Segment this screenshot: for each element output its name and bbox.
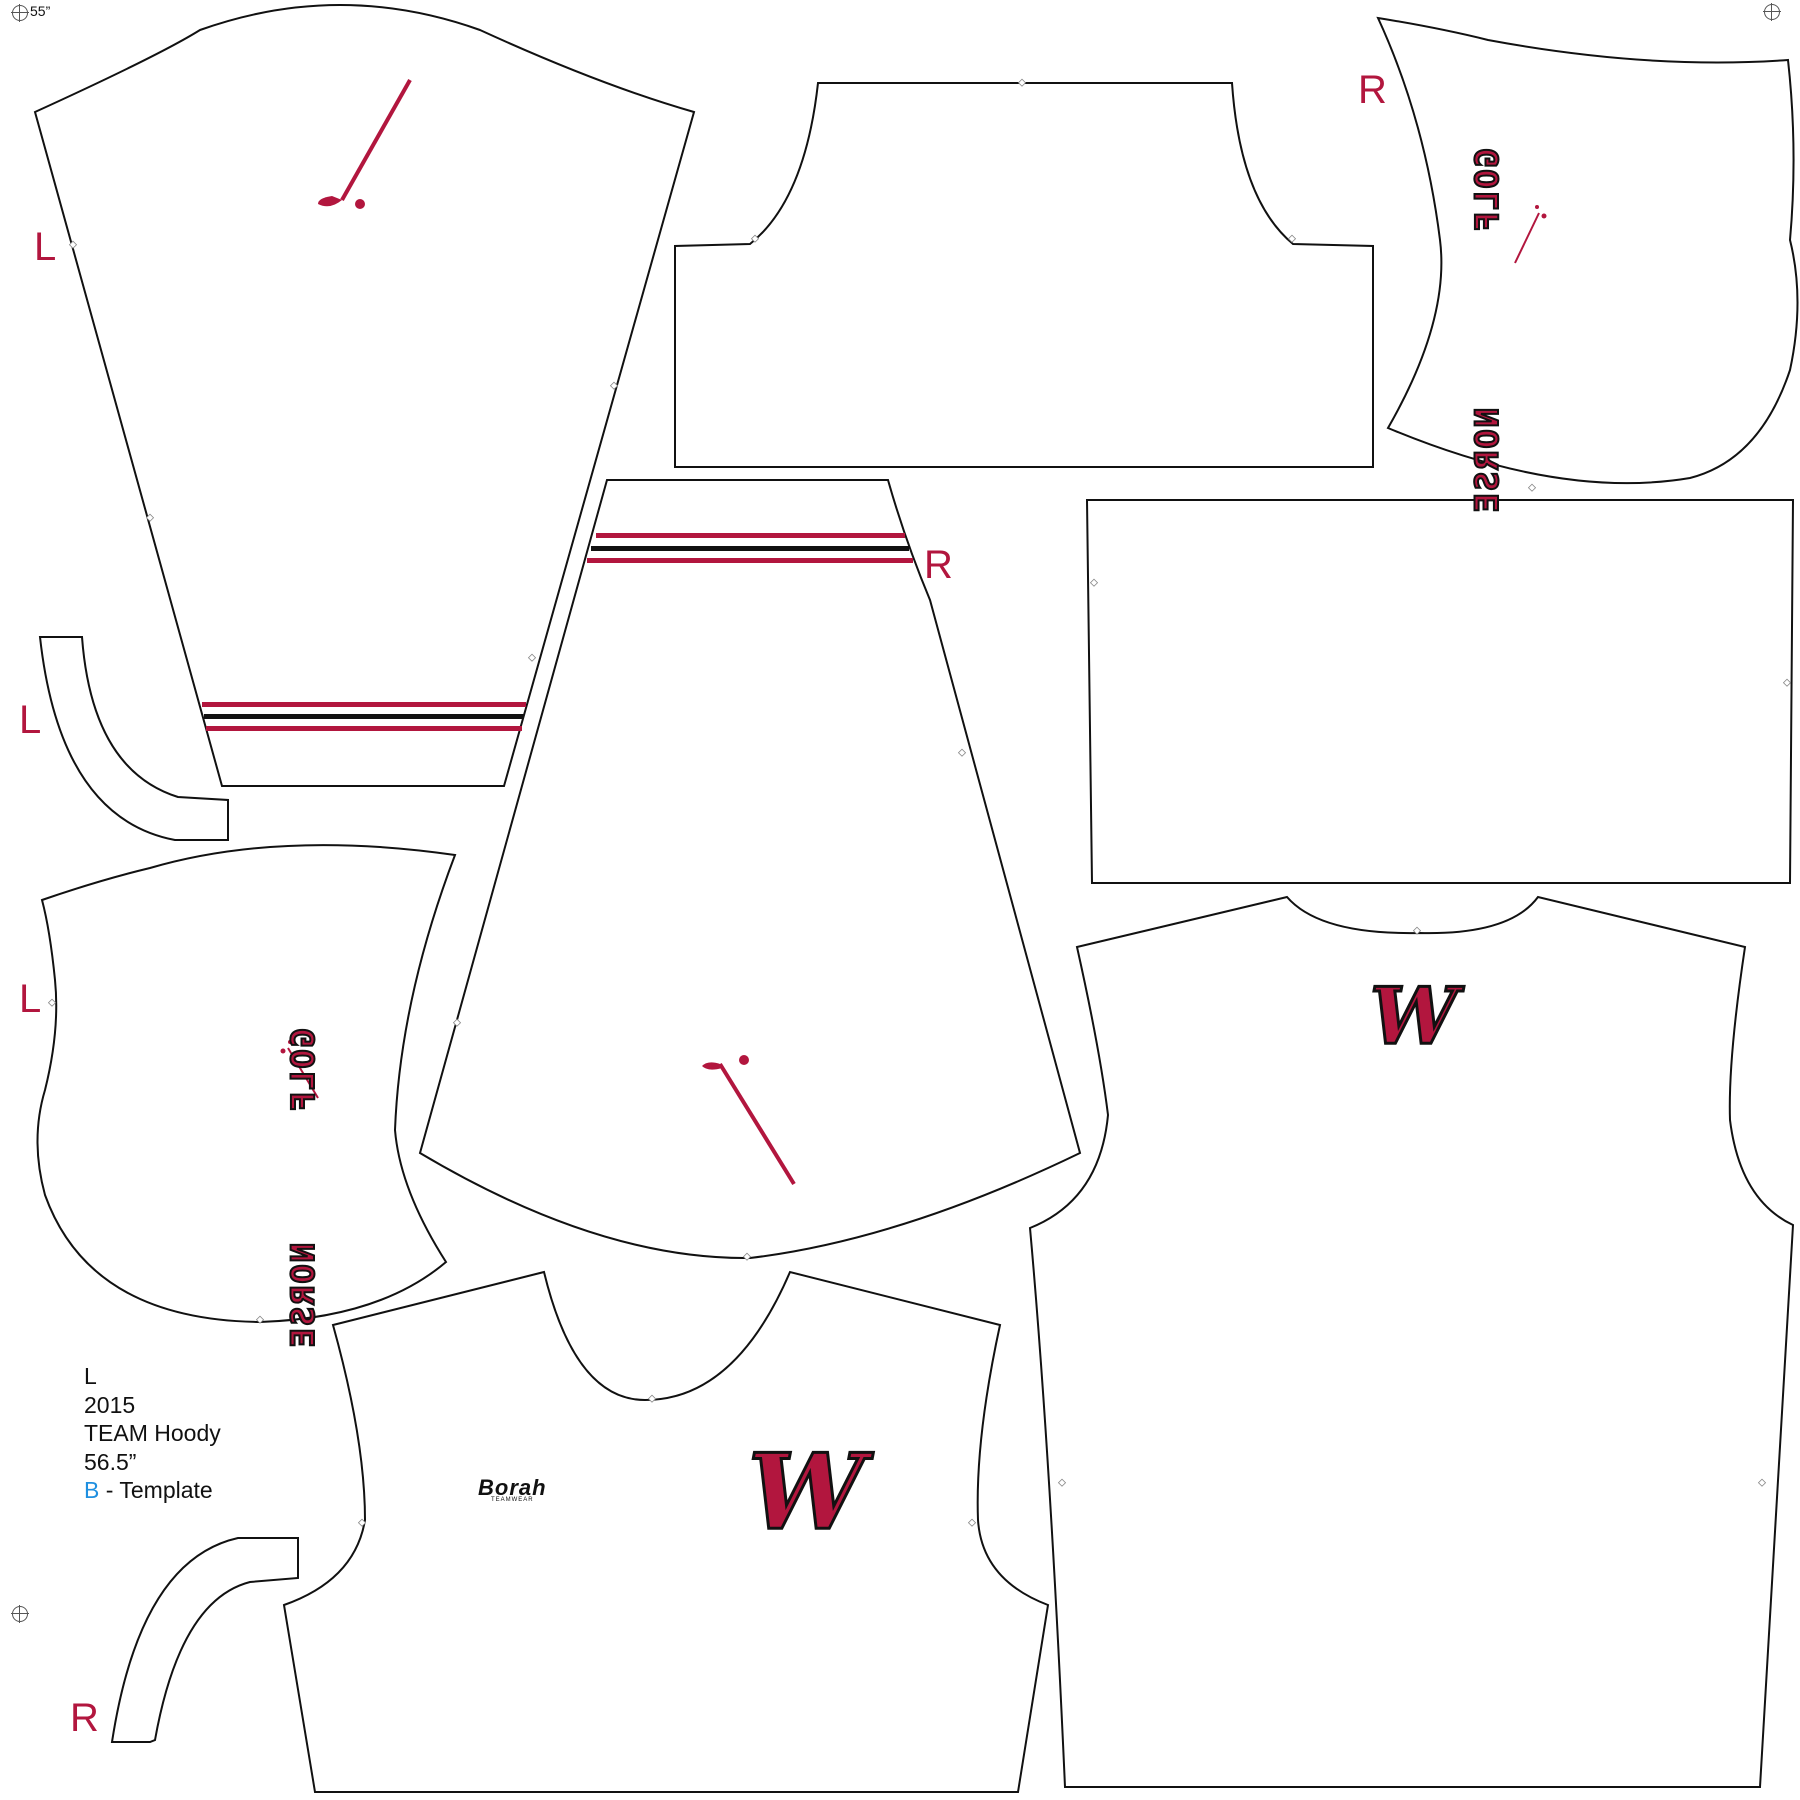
brand-logo: Borah TEAMWEAR — [478, 1475, 547, 1503]
info-template-line: B - Template — [84, 1476, 221, 1505]
sleeve-stripes — [202, 702, 526, 731]
right-cuff-side-label: R — [70, 1696, 99, 1740]
right-hood-piece — [1376, 16, 1799, 485]
registration-mark-top-left — [11, 4, 29, 22]
info-size: L — [84, 1363, 97, 1389]
left-cuff-side-label: L — [19, 698, 42, 742]
left-cuff-piece — [38, 636, 229, 841]
golf-club-icon — [702, 1055, 796, 1186]
hood-panel-piece — [674, 82, 1374, 468]
back-w-logo: W — [1369, 971, 1460, 1062]
info-width: 56.5” — [84, 1448, 137, 1475]
right-hood-text-top: GOLF — [1467, 147, 1507, 234]
golf-club-icon — [1514, 205, 1547, 264]
left-sleeve-side-label: L — [34, 225, 57, 269]
registration-mark-bottom-left — [11, 1605, 29, 1623]
sheet-width-label: 55” — [30, 3, 51, 19]
brand-name: Borah — [478, 1475, 547, 1500]
info-year: 2015 — [84, 1391, 136, 1418]
back-body-piece — [1028, 895, 1795, 1788]
golf-club-icon — [280, 1040, 319, 1099]
info-product: TEAM Hoody — [84, 1420, 221, 1446]
right-hood-side-label: R — [1358, 68, 1387, 112]
pocket-panel-piece — [1085, 499, 1795, 884]
brand-subtitle: TEAMWEAR — [490, 1497, 534, 1503]
info-template-letter: B — [84, 1477, 100, 1503]
front-body-piece — [282, 1270, 1050, 1793]
template-info: L 2015 TEAM Hoody 56.5” B - Template — [84, 1362, 221, 1505]
registration-mark-top-right — [1763, 3, 1781, 21]
right-sleeve-piece — [418, 479, 1082, 1260]
left-hood-text-top: GOLF — [283, 1027, 323, 1114]
left-hood-piece — [36, 844, 457, 1324]
left-sleeve-piece — [33, 4, 696, 787]
right-sleeve-side-label: R — [924, 543, 953, 587]
right-cuff-piece — [110, 1537, 299, 1743]
right-hood-text-bottom: NORSE — [1467, 407, 1507, 515]
notch-marks — [47, 78, 1792, 1527]
front-w-logo: W — [747, 1430, 867, 1553]
sleeve-stripes — [587, 533, 913, 563]
left-hood-side-label: L — [19, 977, 42, 1021]
left-hood-text-bottom: NORSE — [283, 1242, 323, 1350]
golf-club-icon — [318, 79, 412, 209]
info-template-label: - Template — [99, 1477, 213, 1503]
